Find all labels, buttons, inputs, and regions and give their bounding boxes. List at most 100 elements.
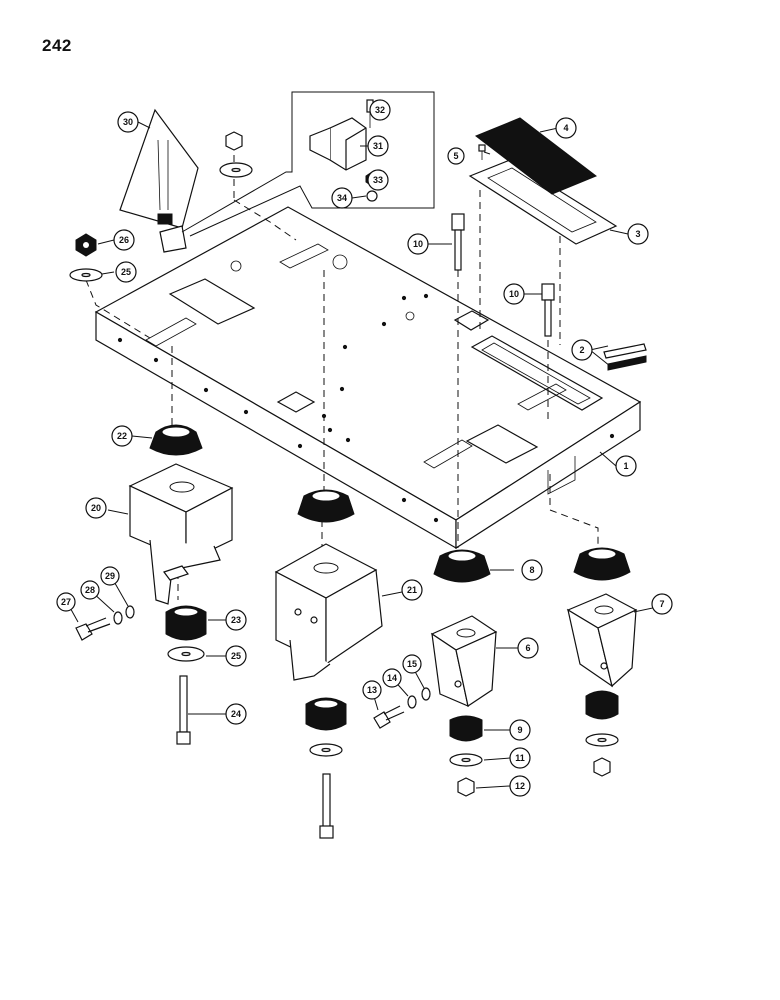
- callout-29: 29: [100, 566, 120, 586]
- page-number: 242: [42, 36, 72, 55]
- callout-23: 23: [225, 609, 247, 631]
- callout-21: 21: [401, 579, 423, 601]
- mount-8-left: [433, 549, 491, 583]
- plate-3: [468, 159, 618, 245]
- pad-4: [475, 117, 597, 195]
- callout-24: 24: [225, 703, 247, 725]
- callout-31: 31: [367, 135, 389, 157]
- plate-30: [119, 108, 199, 253]
- nut-washer-top-center: [219, 131, 253, 178]
- svg-text:2: 2: [579, 345, 584, 355]
- callout-33: 33: [367, 169, 389, 191]
- capscrew-27: [75, 617, 111, 641]
- washer-25-lower: [167, 646, 205, 662]
- leader-lines: [67, 107, 663, 789]
- callout-3: 3: [627, 223, 649, 245]
- screw-5: [478, 144, 486, 160]
- svg-text:27: 27: [61, 597, 71, 607]
- grommet-center-lower: [305, 697, 347, 731]
- svg-text:1: 1: [623, 461, 628, 471]
- callout-10-lower: 10: [503, 283, 525, 305]
- callout-4: 4: [555, 117, 577, 139]
- svg-text:13: 13: [367, 685, 377, 695]
- callout-26: 26: [113, 229, 135, 251]
- svg-text:23: 23: [231, 615, 241, 625]
- svg-text:10: 10: [509, 289, 519, 299]
- nut-right-lower: [593, 757, 611, 777]
- svg-text:33: 33: [373, 175, 383, 185]
- callout-5: 5: [447, 147, 465, 165]
- nut-12: [457, 777, 475, 797]
- callout-13: 13: [362, 680, 382, 700]
- bolt-10-left: [451, 213, 465, 271]
- callout-27: 27: [56, 592, 76, 612]
- callout-8: 8: [521, 559, 543, 581]
- svg-text:21: 21: [407, 585, 417, 595]
- svg-text:14: 14: [387, 673, 397, 683]
- callout-7: 7: [651, 593, 673, 615]
- washer-center-lower: [309, 743, 343, 757]
- svg-text:29: 29: [105, 571, 115, 581]
- grommet-23: [165, 605, 207, 641]
- callout-20: 20: [85, 497, 107, 519]
- grommet-9: [449, 715, 483, 742]
- svg-text:32: 32: [375, 105, 385, 115]
- callout-14: 14: [382, 668, 402, 688]
- svg-text:7: 7: [659, 599, 664, 609]
- callout-1: 1: [615, 455, 637, 477]
- washers-28-29: [113, 605, 135, 625]
- callout-10-upper: 10: [407, 233, 429, 255]
- svg-text:12: 12: [515, 781, 525, 791]
- svg-text:22: 22: [117, 431, 127, 441]
- callout-34: 34: [331, 187, 353, 209]
- svg-text:25: 25: [121, 267, 131, 277]
- callout-32: 32: [369, 99, 391, 121]
- bracket-6: [430, 615, 498, 708]
- capscrew-13: [373, 705, 405, 729]
- callout-25-top: 25: [115, 261, 137, 283]
- grommet-right-lower: [585, 690, 619, 720]
- callout-22: 22: [111, 425, 133, 447]
- platform-frame: [94, 206, 642, 550]
- svg-text:5: 5: [453, 151, 458, 161]
- callout-2: 2: [571, 339, 593, 361]
- bracket-20: [128, 463, 234, 605]
- mount-8-right: [573, 547, 631, 581]
- callout-12: 12: [509, 775, 531, 797]
- inset-bracket-box: [181, 91, 435, 237]
- washer-11: [449, 753, 483, 767]
- washer-25-top: [69, 268, 103, 282]
- mount-22: [149, 424, 203, 456]
- bolt-center-lower: [319, 773, 334, 839]
- nut-26: [75, 233, 97, 257]
- svg-text:10: 10: [413, 239, 423, 249]
- svg-text:25: 25: [231, 651, 241, 661]
- svg-text:34: 34: [337, 193, 347, 203]
- callout-11: 11: [509, 747, 531, 769]
- bracket-7: [566, 593, 638, 688]
- callout-28: 28: [80, 580, 100, 600]
- callout-15: 15: [402, 654, 422, 674]
- svg-text:28: 28: [85, 585, 95, 595]
- washers-14-15: [407, 687, 431, 709]
- mount-center: [297, 489, 355, 523]
- svg-text:30: 30: [123, 117, 133, 127]
- svg-text:3: 3: [635, 229, 640, 239]
- callout-6: 6: [517, 637, 539, 659]
- bolt-10-right: [541, 283, 555, 337]
- bolt-24: [176, 675, 191, 745]
- washer-right-lower: [585, 733, 619, 747]
- svg-text:11: 11: [515, 753, 525, 763]
- svg-text:9: 9: [517, 725, 522, 735]
- svg-text:26: 26: [119, 235, 129, 245]
- svg-text:24: 24: [231, 709, 241, 719]
- svg-text:8: 8: [529, 565, 534, 575]
- callout-30: 30: [117, 111, 139, 133]
- svg-text:15: 15: [407, 659, 417, 669]
- svg-text:6: 6: [525, 643, 530, 653]
- svg-text:20: 20: [91, 503, 101, 513]
- svg-text:31: 31: [373, 141, 383, 151]
- svg-text:4: 4: [563, 123, 568, 133]
- bracket-21: [274, 543, 383, 681]
